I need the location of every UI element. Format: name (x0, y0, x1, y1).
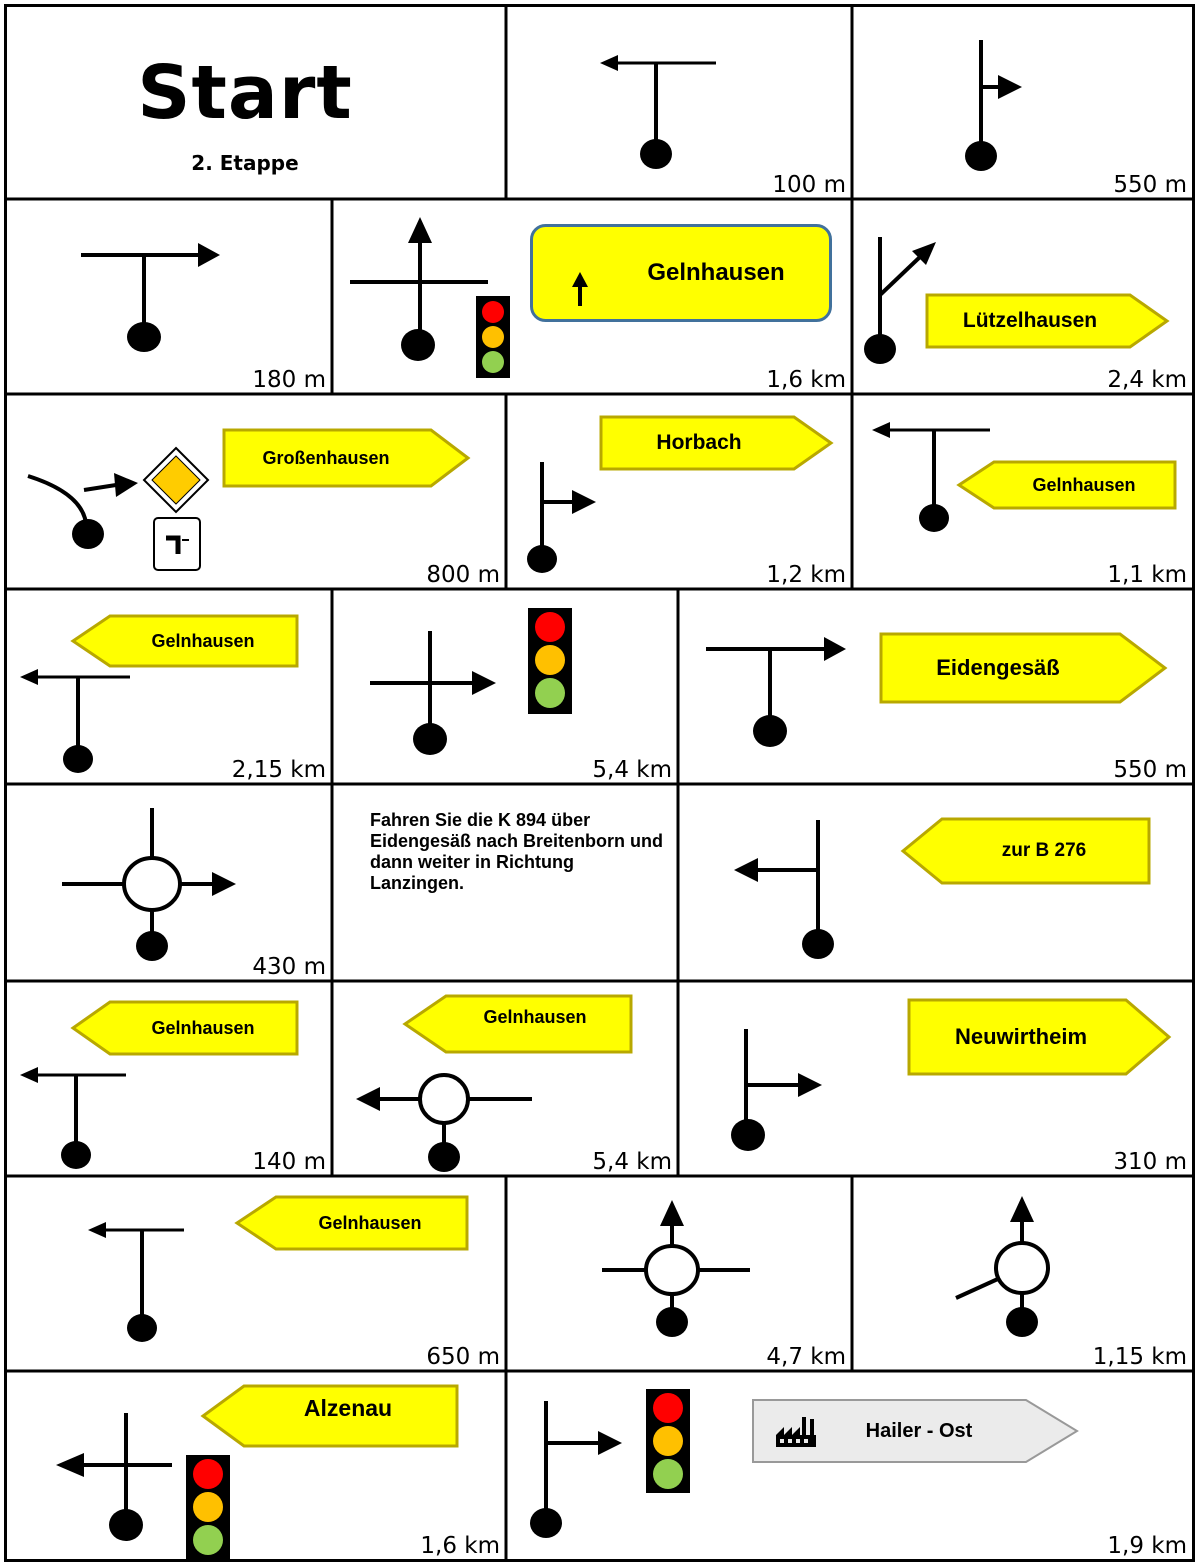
direction-sign: Horbach (598, 414, 834, 472)
step-20: Alzenau 1,6 km (6, 1371, 506, 1560)
distance-label: 1,2 km (766, 562, 846, 588)
step-9: Gelnhausen 2,15 km (6, 589, 332, 784)
sign-label: zur B 276 (1001, 840, 1087, 861)
step-7: Horbach 1,2 km (506, 394, 852, 589)
distance-label: 550 m (1113, 757, 1187, 783)
sign-label: Gelnhausen (151, 1017, 255, 1038)
step-14: Gelnhausen 140 m (6, 981, 332, 1176)
sign-label: Gelnhausen (1032, 474, 1136, 495)
distance-label: 800 m (426, 562, 500, 588)
step-3: 180 m (6, 199, 332, 394)
distance-label: 2,4 km (1107, 367, 1187, 393)
roundabout-right-icon (62, 808, 236, 961)
distance-label: 4,7 km (766, 1344, 846, 1370)
step-11: Eidengesäß 550 m (678, 589, 1193, 784)
direction-sign: Gelnhausen (70, 613, 300, 669)
direction-sign: Hailer - Ost (750, 1397, 1080, 1465)
start-subtitle: 2. Etappe (191, 151, 299, 175)
priority-road-sign-icon (142, 446, 210, 571)
step-19: 1,15 km (852, 1176, 1193, 1371)
step-5: Lützelhausen 2,4 km (852, 199, 1193, 394)
step-17: Gelnhausen 650 m (6, 1176, 506, 1371)
sign-label: Gelnhausen (483, 1007, 587, 1027)
t-junction-left-icon (600, 55, 716, 169)
step-2: 550 m (852, 6, 1193, 199)
direction-sign: Gelnhausen (530, 224, 832, 322)
step-21: Hailer - Ost 1,9 km (506, 1371, 1193, 1560)
direction-sign: Neuwirtheim (906, 997, 1172, 1077)
sign-label: Eidengesäß (936, 655, 1060, 680)
distance-label: 310 m (1113, 1149, 1187, 1175)
distance-label: 180 m (252, 367, 326, 393)
direction-sign: Alzenau (200, 1383, 460, 1449)
sign-label: Hailer - Ost (865, 1419, 973, 1442)
sign-label: Neuwirtheim (954, 1024, 1088, 1049)
direction-sign: Gelnhausen (402, 993, 634, 1055)
step-1: 100 m (506, 6, 852, 199)
sign-label: Horbach (656, 431, 742, 454)
step-18: 4,7 km (506, 1176, 852, 1371)
step-13: zur B 276 (678, 784, 1193, 981)
right-turn-icon (965, 40, 1022, 171)
step-4: Gelnhausen 1,6 km (332, 199, 852, 394)
step-8: Gelnhausen 1,1 km (852, 394, 1193, 589)
step-10: 5,4 km (332, 589, 678, 784)
start-cell: Start 2. Etappe (6, 6, 506, 199)
distance-label: 1,6 km (420, 1533, 500, 1559)
distance-label: 100 m (772, 172, 846, 198)
start-title: Start (137, 50, 353, 136)
distance-label: 2,15 km (231, 757, 326, 783)
direction-sign: zur B 276 (900, 816, 1152, 886)
distance-label: 1,6 km (766, 367, 846, 393)
distance-label: 430 m (252, 954, 326, 980)
distance-label: 5,4 km (592, 757, 672, 783)
distance-label: 1,9 km (1107, 1533, 1187, 1559)
distance-label: 550 m (1113, 172, 1187, 198)
distance-label: 1,15 km (1092, 1344, 1187, 1370)
distance-label: 650 m (426, 1344, 500, 1370)
roundabout-straight-icon (602, 1200, 750, 1337)
traffic-light-icon (528, 608, 572, 714)
direction-sign: Eidengesäß (878, 631, 1168, 705)
distance-label: 140 m (252, 1149, 326, 1175)
distance-label: 1,1 km (1107, 562, 1187, 588)
sign-label: Gelnhausen (318, 1212, 422, 1233)
step-6: Großenhausen 800 m (6, 394, 506, 589)
sign-label: Lützelhausen (962, 309, 1098, 332)
sign-label: Großenhausen (262, 447, 390, 468)
step-16: Neuwirtheim 310 m (678, 981, 1193, 1176)
step-12: 430 m (6, 784, 332, 981)
sign-label: Alzenau (303, 1395, 393, 1421)
direction-sign: Lützelhausen (924, 292, 1170, 350)
t-junction-right-icon (81, 243, 220, 352)
direction-sign: Gelnhausen (70, 999, 300, 1057)
direction-sign: Großenhausen (221, 427, 471, 489)
sign-label: Gelnhausen (647, 259, 785, 286)
instruction-text: Fahren Sie die K 894 über Eidengesäß nac… (370, 810, 664, 893)
distance-label: 5,4 km (592, 1149, 672, 1175)
step-15: Gelnhausen 5,4 km (332, 981, 678, 1176)
direction-sign: Gelnhausen (234, 1194, 470, 1252)
direction-sign: Gelnhausen (956, 459, 1178, 511)
sign-label: Gelnhausen (151, 630, 255, 651)
roundabout-straight-icon (955, 1196, 1050, 1337)
